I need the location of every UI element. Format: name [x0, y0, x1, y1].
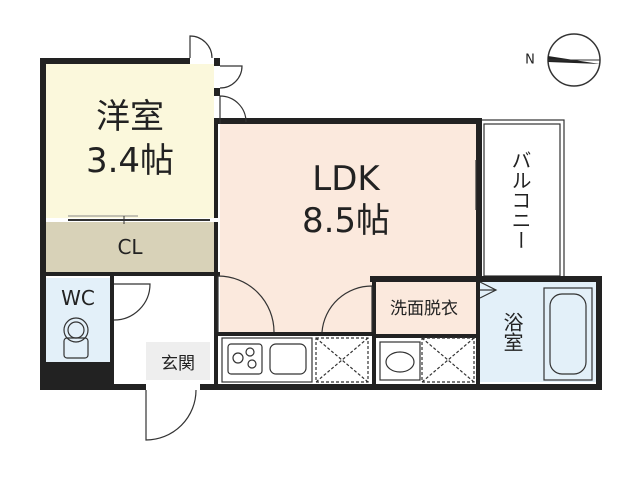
western-room-size: 3.4帖: [86, 141, 174, 181]
bathroom-area: [480, 282, 596, 382]
entrance-floor: [146, 342, 210, 380]
washroom-fixtures: [379, 337, 475, 383]
compass-label: N: [525, 53, 535, 68]
wc-area: [46, 278, 110, 362]
outer-walls: [40, 58, 602, 390]
ldk-size: 8.5帖: [302, 201, 390, 241]
ldk-name: LDK: [312, 159, 381, 199]
closet-label: CL: [117, 235, 143, 259]
balcony-label: バルコニー: [508, 150, 532, 250]
door-swings: [113, 35, 498, 441]
closet-area: [46, 222, 214, 272]
interior-walls: [46, 124, 480, 384]
western-room-area: [46, 64, 214, 218]
toilet-icon: [63, 317, 89, 359]
closet-door: [68, 215, 210, 224]
bathroom-label: 浴室: [500, 312, 524, 352]
entrance-label: 玄関: [161, 354, 195, 374]
western-room-name: 洋室: [96, 97, 164, 137]
kitchen-counter: [221, 337, 369, 383]
washroom-label: 洗面脱衣: [390, 299, 458, 319]
compass-north-icon: [547, 33, 601, 87]
bathtub-icon: [543, 287, 593, 381]
wc-label: WC: [61, 286, 95, 310]
